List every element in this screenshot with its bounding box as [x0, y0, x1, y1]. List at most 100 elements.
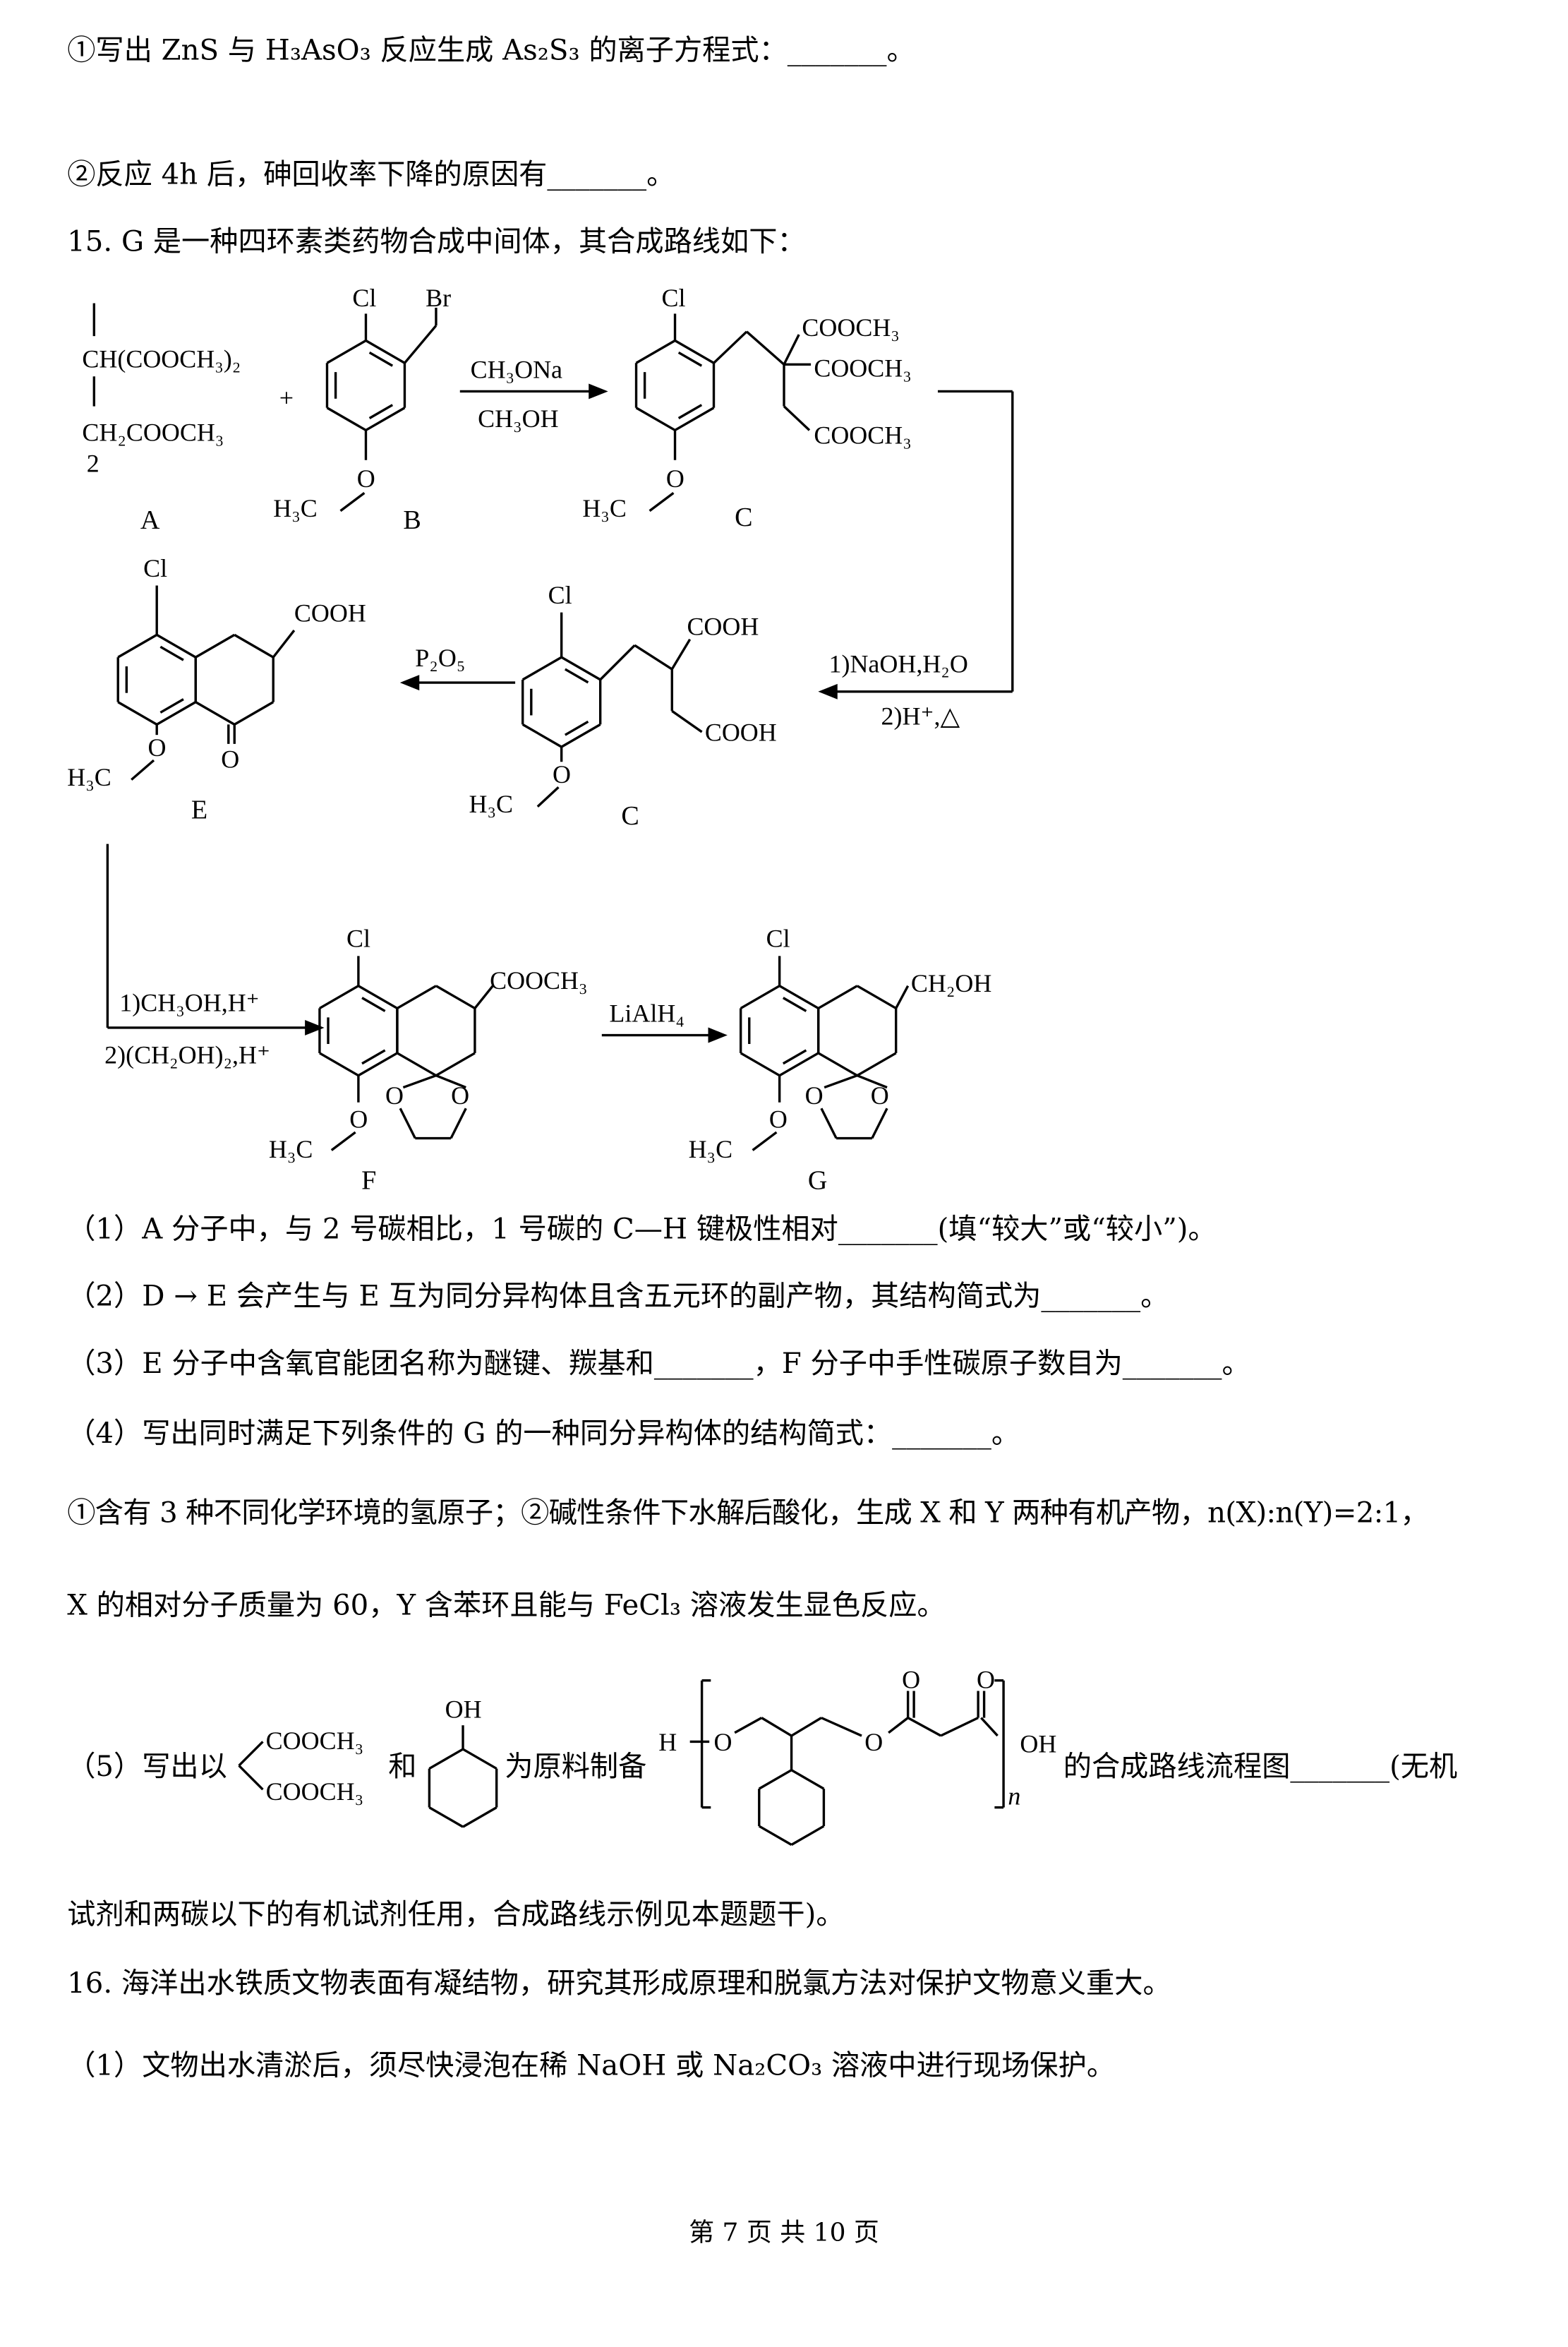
bond: [272, 629, 296, 659]
G-dioxolane-O2: O: [871, 1081, 889, 1110]
B-ring: [365, 340, 406, 364]
q14-item1: ①写出 ZnS 与 H₃AsO₃ 反应生成 As₂S₃ 的离子方程式：_____…: [67, 34, 915, 68]
G-aromatic-ring: [740, 985, 780, 1009]
cyclohexyl-ring: [790, 1769, 825, 1790]
arrow-1-head: [589, 383, 608, 400]
F-O: O: [349, 1105, 368, 1134]
q15-5-part-a: （5）写出以: [67, 1751, 227, 1784]
arrow-2-head: [818, 683, 838, 700]
label-F: F: [361, 1165, 376, 1195]
G-H3C: H₃C: [689, 1135, 733, 1163]
plus-sign: +: [279, 384, 294, 412]
F-aromatic-ring: [358, 1052, 398, 1077]
E-H3C: H₃C: [67, 763, 111, 791]
E-aromatic-ring-double: [159, 698, 184, 714]
bond: [857, 1074, 888, 1089]
F-ring: [435, 1052, 476, 1077]
q15-1: （1）A 分子中，与 2 号碳相比，1 号碳的 C—H 键极性相对_______…: [67, 1213, 1217, 1246]
reagent-LiAlH4: LiAlH₄: [609, 999, 684, 1027]
q15-4: （4）写出同时满足下列条件的 G 的一种同分异构体的结构简式：_______。: [67, 1417, 1020, 1451]
E-aromatic-ring: [117, 701, 158, 726]
q15-4-conditions-1: ①含有 3 种不同化学环境的氢原子；②碱性条件下水解后酸化，生成 X 和 Y 两…: [67, 1496, 1429, 1530]
C-COOCH3-3: COOCH₃: [814, 421, 911, 450]
reagent-NaOH: 1)NaOH,H₂O: [828, 649, 967, 678]
G-CH2OH: CH₂OH: [911, 969, 991, 997]
label-E: E: [191, 796, 207, 825]
polymer-O1: O: [714, 1728, 732, 1756]
bond: [670, 638, 692, 670]
E-ring: [195, 701, 236, 726]
G-aromatic-ring: [778, 1052, 819, 1077]
F-aromatic-ring: [319, 985, 359, 1009]
B-ring: [365, 407, 406, 431]
bond: [734, 1717, 763, 1734]
bond: [450, 1108, 467, 1139]
bond: [895, 985, 910, 1009]
cyclohexanol-ring: [428, 1806, 464, 1828]
bond: [671, 709, 703, 733]
q15-5-part-d: 的合成路线流程图_______(无机: [1063, 1751, 1458, 1784]
bond: [713, 330, 748, 364]
D-Cl: Cl: [548, 581, 572, 609]
C-ring: [635, 340, 676, 364]
cyclohexyl-ring: [758, 1769, 792, 1790]
E-ring: [195, 633, 236, 659]
bond: [821, 1717, 862, 1737]
D-ring: [560, 723, 601, 748]
C-O: O: [666, 464, 685, 493]
G-aromatic-ring: [778, 985, 819, 1009]
D-ring-double: [564, 720, 589, 736]
B-O: O: [357, 464, 375, 493]
compound-A-line1: CH(COOCH₃)₂: [82, 345, 241, 373]
cyclohexanol-OH: OH: [445, 1695, 482, 1724]
D-H3C: H₃C: [469, 790, 513, 818]
cyclohexanol-ring: [428, 1748, 464, 1770]
q15-4-conditions-2: X 的相对分子质量为 60，Y 含苯环且能与 FeCl₃ 溶液发生显色反应。: [67, 1589, 946, 1623]
bond: [238, 1741, 264, 1767]
B-H3C: H₃C: [273, 494, 318, 522]
E-ring: [234, 701, 275, 726]
F-dioxolane-O1: O: [385, 1081, 404, 1110]
G-ring: [817, 1052, 858, 1077]
bond: [649, 491, 675, 512]
compound-A-carbon-number: 2: [87, 450, 99, 478]
label-C2: C: [621, 801, 639, 831]
bond: [745, 330, 785, 366]
F-ring: [435, 985, 476, 1009]
B-ring: [326, 407, 367, 431]
D-ring: [560, 656, 601, 681]
F-dioxolane-O2: O: [451, 1081, 469, 1110]
bond: [980, 1717, 999, 1737]
reagent-CH3OH: CH₃OH: [478, 404, 558, 433]
E-ring: [234, 633, 275, 659]
polymer-OH: OH: [1020, 1729, 1056, 1758]
bond: [790, 1717, 822, 1737]
G-ring: [817, 985, 858, 1009]
F-aromatic-ring: [358, 985, 398, 1009]
compound-A-line2: CH₂COOCH₃: [82, 418, 224, 446]
q16-1: （1）文物出水清淤后，须尽快浸泡在稀 NaOH 或 Na₂CO₃ 溶液中进行现场…: [67, 2049, 1116, 2082]
arrow-5-head: [708, 1027, 728, 1043]
bond: [404, 325, 438, 364]
F-aromatic-ring-double: [361, 997, 386, 1012]
bond: [599, 644, 636, 681]
q15-5-part-b: 和: [388, 1751, 417, 1784]
bond: [435, 1074, 466, 1089]
bond: [474, 985, 494, 1009]
C-ring-double: [677, 351, 703, 367]
bond: [907, 1717, 942, 1737]
label-B: B: [403, 505, 421, 535]
bond: [783, 405, 811, 431]
C-Cl: Cl: [661, 284, 685, 312]
C-ring-double: [677, 404, 703, 419]
bond: [888, 1717, 909, 1734]
F-COOCH3: COOCH₃: [490, 966, 587, 995]
E-aromatic-ring: [117, 633, 158, 659]
E-aromatic-ring: [156, 633, 197, 659]
polymer-H: H: [658, 1728, 677, 1756]
bond: [752, 1131, 778, 1151]
cyclohexanol-ring: [462, 1806, 497, 1828]
G-aromatic-ring-double: [782, 997, 807, 1012]
